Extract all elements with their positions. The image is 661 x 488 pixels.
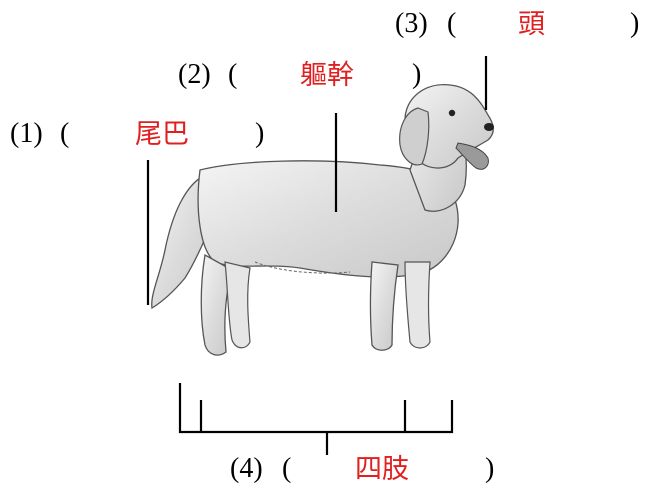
label-3-open-paren: ( xyxy=(447,8,457,39)
label-4-answer: 四肢 xyxy=(355,454,409,485)
label-4-number: (4) xyxy=(230,453,263,484)
pointer-lines xyxy=(146,56,488,455)
label-3-answer: 頭 xyxy=(518,9,545,40)
dog-body xyxy=(151,84,494,356)
label-2-open-paren: ( xyxy=(228,59,238,90)
label-2-answer: 軀幹 xyxy=(300,60,354,91)
label-1-close-paren: ) xyxy=(255,118,265,149)
label-1-answer: 尾巴 xyxy=(135,119,189,150)
label-4-close-paren: ) xyxy=(485,453,495,484)
label-3-number: (3) xyxy=(395,8,428,39)
label-1-open-paren: ( xyxy=(60,118,70,149)
label-1-number: (1) xyxy=(10,118,43,149)
limbs-bracket xyxy=(178,383,454,434)
label-2-close-paren: ) xyxy=(412,59,422,90)
label-4-open-paren: ( xyxy=(282,453,292,484)
label-2-number: (2) xyxy=(178,59,211,90)
label-3-close-paren: ) xyxy=(630,8,640,39)
